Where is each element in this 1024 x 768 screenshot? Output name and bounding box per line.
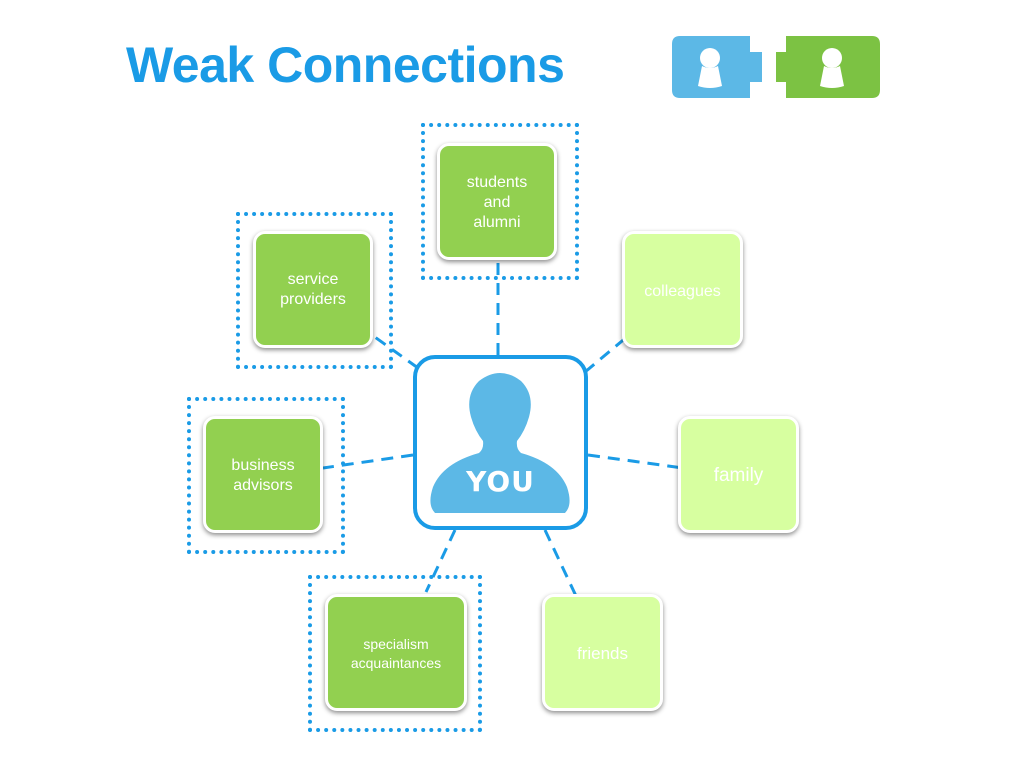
node-label: friends	[576, 644, 629, 663]
node-label: business advisors	[231, 457, 295, 494]
node-colleagues[interactable]: colleagues	[622, 231, 743, 348]
link-business-advisors	[322, 453, 414, 470]
node-service-providers[interactable]: service providers	[253, 231, 373, 348]
slide-title: Weak Connections	[126, 37, 565, 93]
puzzle-piece-right	[776, 36, 880, 98]
highlight-frame-business-advisors	[187, 397, 345, 554]
person-icon	[820, 48, 844, 88]
link-specialism-acquaintances	[424, 529, 457, 593]
link-colleagues	[584, 334, 629, 374]
puzzle-piece-left	[672, 36, 762, 98]
you-node[interactable]: YOU	[413, 355, 588, 530]
person-icon	[698, 48, 722, 88]
node-students-alumni[interactable]: students and alumni	[437, 143, 557, 260]
node-family[interactable]: family	[678, 416, 799, 533]
puzzle-logo	[672, 36, 880, 98]
node-label: service providers	[280, 271, 346, 308]
node-business-advisors[interactable]: business advisors	[203, 416, 323, 533]
node-label: students and alumni	[466, 174, 528, 231]
link-family	[587, 453, 684, 470]
node-label: specialism acquaintances	[350, 636, 442, 671]
highlight-frame-specialism-acquaintances	[308, 575, 482, 732]
highlight-frame-service-providers	[236, 212, 393, 369]
link-service-providers	[371, 333, 419, 370]
link-friends	[543, 529, 578, 597]
person-icon	[430, 373, 570, 513]
node-friends[interactable]: friends	[542, 594, 663, 711]
highlight-frame-students-alumni	[421, 123, 579, 280]
node-specialism-acquaintances[interactable]: specialism acquaintances	[325, 594, 467, 711]
node-label: family	[713, 465, 764, 486]
node-label: colleagues	[644, 283, 721, 300]
you-label: YOU	[466, 465, 535, 498]
